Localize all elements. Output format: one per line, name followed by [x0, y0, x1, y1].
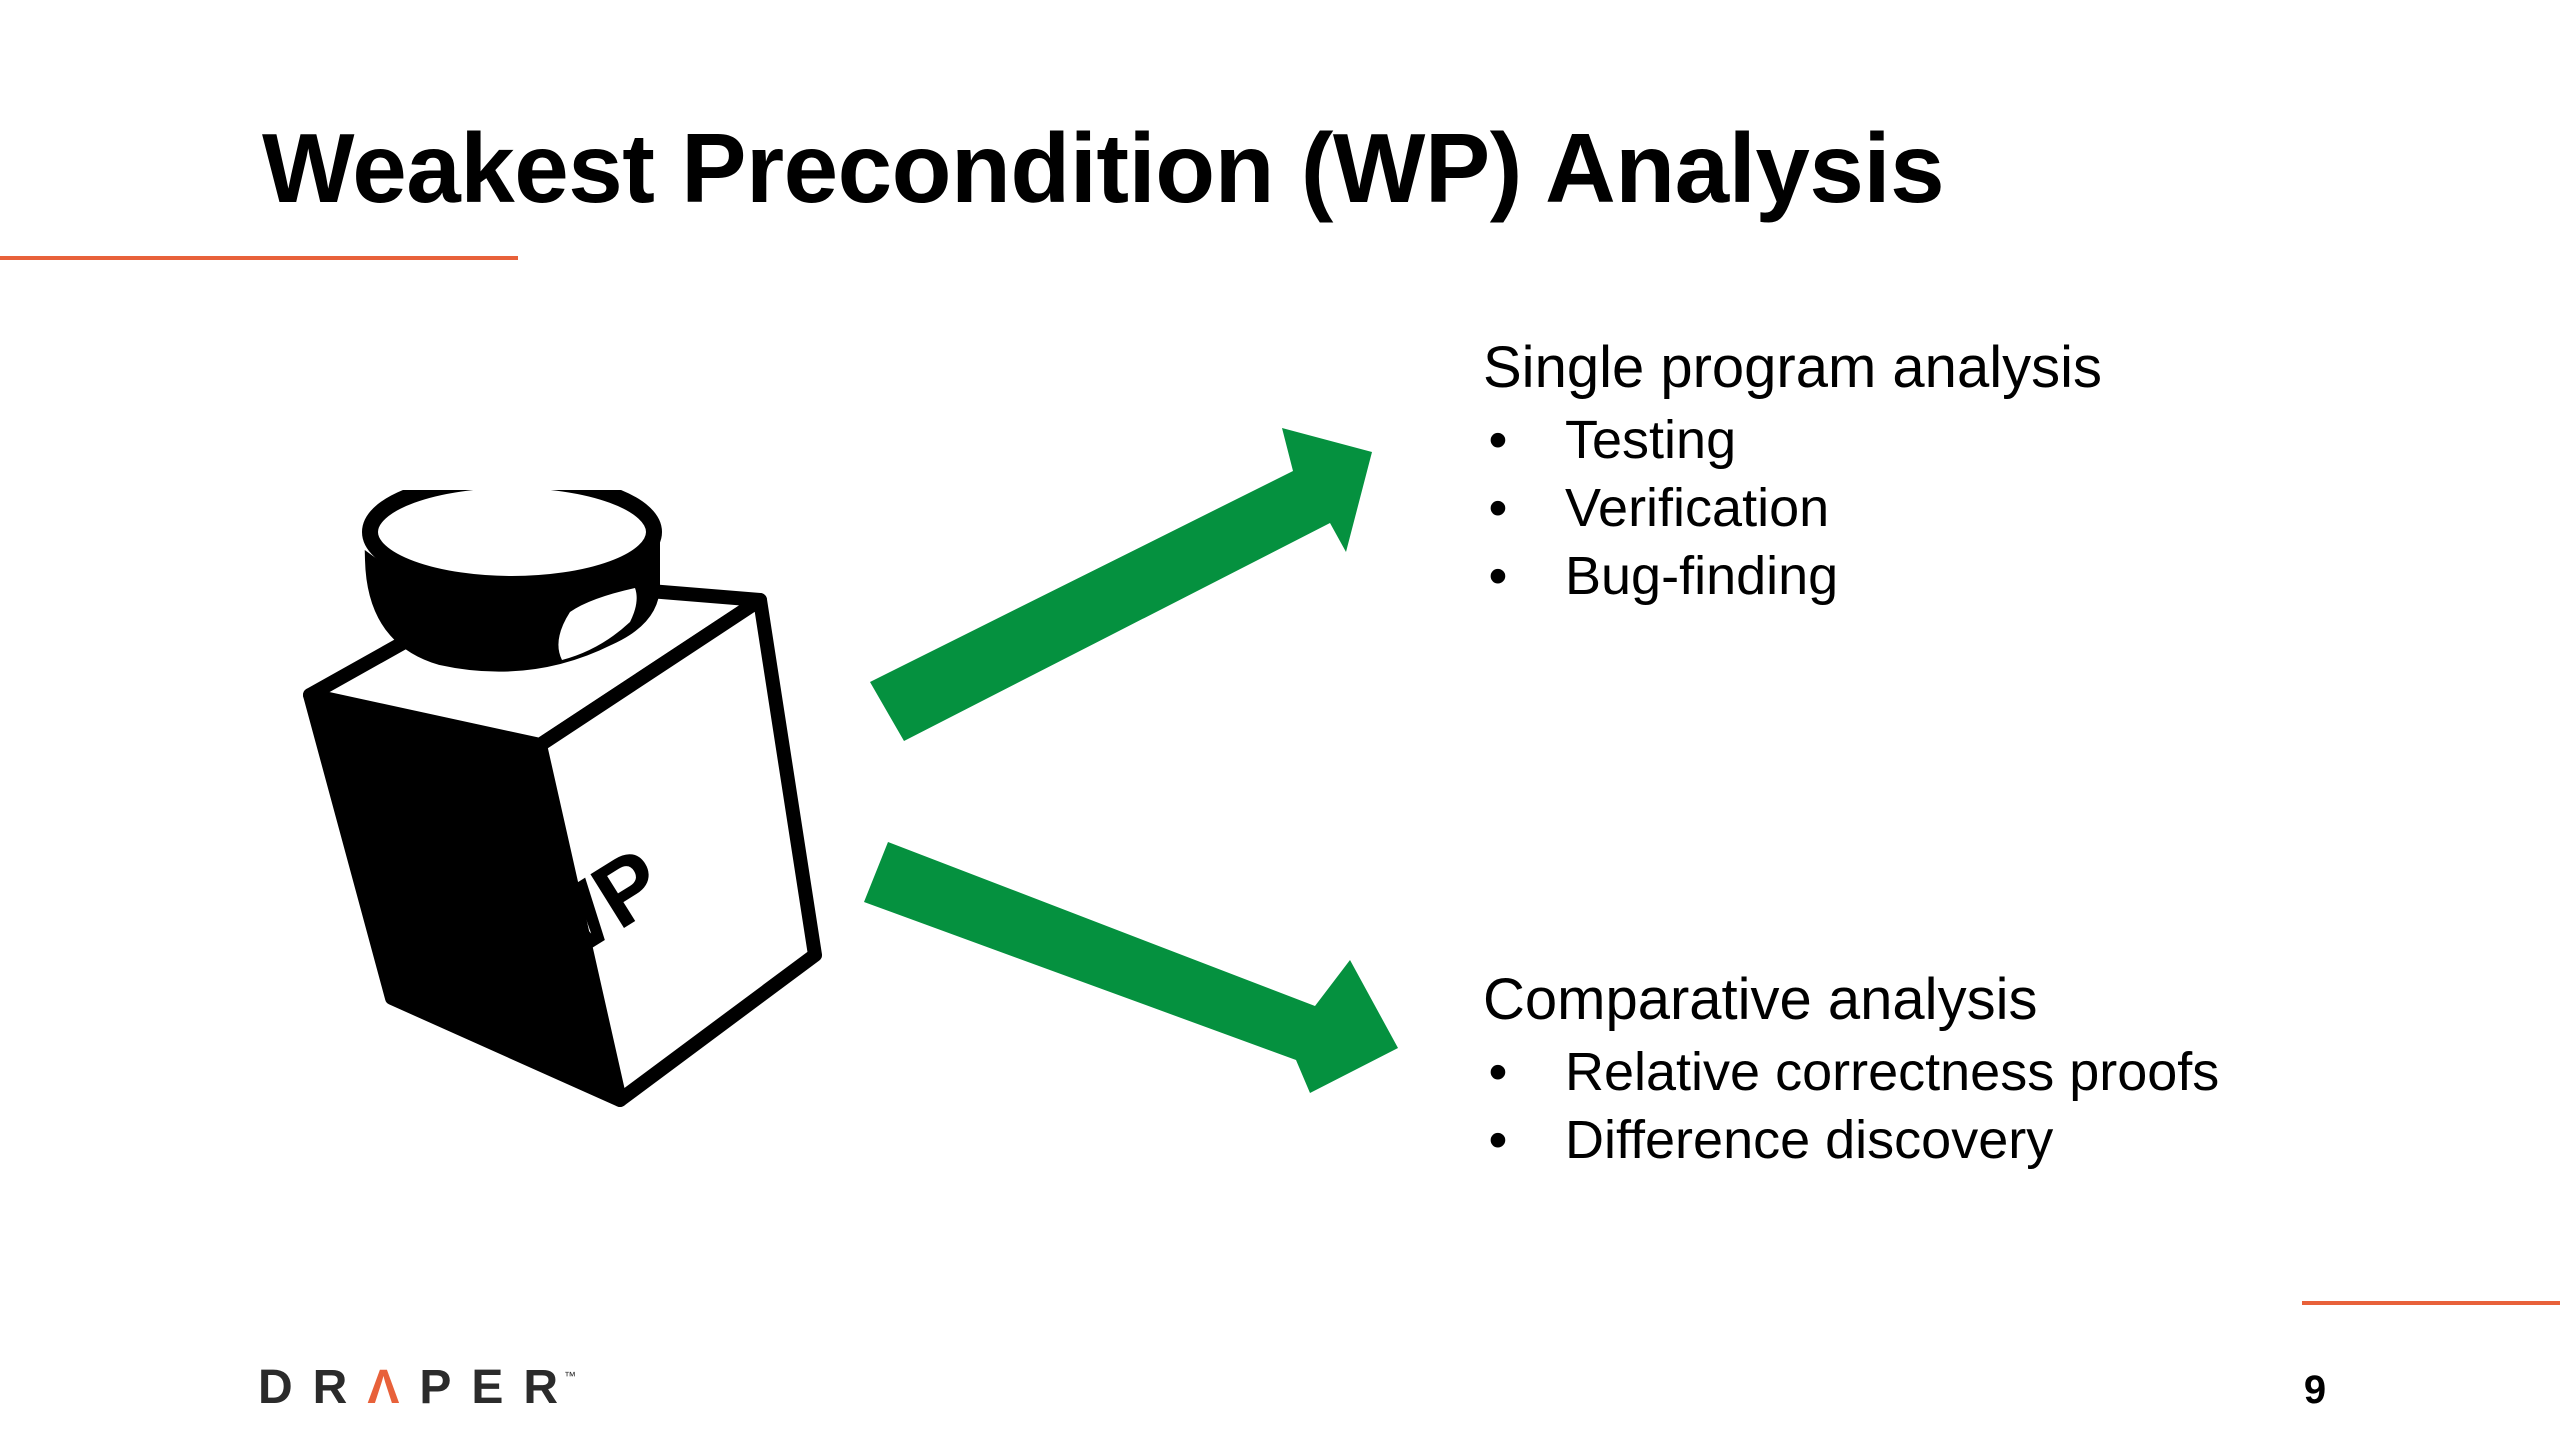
logo-part: PER: [419, 1361, 579, 1414]
list-item: • Bug-finding: [1483, 542, 2483, 610]
comparative-section: Comparative analysis • Relative correctn…: [1483, 962, 2483, 1174]
bullet-marker: •: [1488, 1110, 1508, 1170]
bullet-marker: •: [1488, 546, 1508, 606]
slide-title: Weakest Precondition (WP) Analysis: [262, 113, 1945, 223]
arrow-down-right: [864, 842, 1398, 1093]
single-program-section: Single program analysis • Testing • Veri…: [1483, 330, 2483, 610]
logo-accent-letter: Λ: [367, 1361, 420, 1414]
wp-block-icon: WP: [303, 490, 822, 1107]
bullet-text: Relative correctness proofs: [1565, 1042, 2220, 1102]
section-heading: Single program analysis: [1483, 335, 2102, 400]
list-item: • Difference discovery: [1483, 1106, 2483, 1174]
section-heading: Comparative analysis: [1483, 967, 2038, 1032]
bullet-marker: •: [1488, 478, 1508, 538]
draper-logo: DRΛPER ™: [258, 1362, 576, 1412]
footer-accent-line: [2302, 1301, 2560, 1305]
bullet-text: Testing: [1565, 410, 1737, 470]
logo-part: DR: [258, 1361, 368, 1414]
bullet-text: Difference discovery: [1565, 1110, 2054, 1170]
trademark-mark: ™: [564, 1369, 577, 1383]
list-item: • Verification: [1483, 474, 2483, 542]
bullet-list: • Testing • Verification • Bug-finding: [1483, 406, 2483, 610]
bullet-text: Verification: [1565, 478, 1830, 538]
title-underline: [0, 256, 518, 260]
logo-wordmark: DRΛPER: [258, 1364, 578, 1412]
list-item: • Relative correctness proofs: [1483, 1038, 2483, 1106]
arrow-up-right: [870, 428, 1372, 741]
page-number: 9: [2303, 1368, 2327, 1412]
bullet-text: Bug-finding: [1565, 546, 1839, 606]
bullet-marker: •: [1488, 410, 1508, 470]
bullet-marker: •: [1488, 1042, 1508, 1102]
list-item: • Testing: [1483, 406, 2483, 474]
bullet-list: • Relative correctness proofs • Differen…: [1483, 1038, 2483, 1174]
